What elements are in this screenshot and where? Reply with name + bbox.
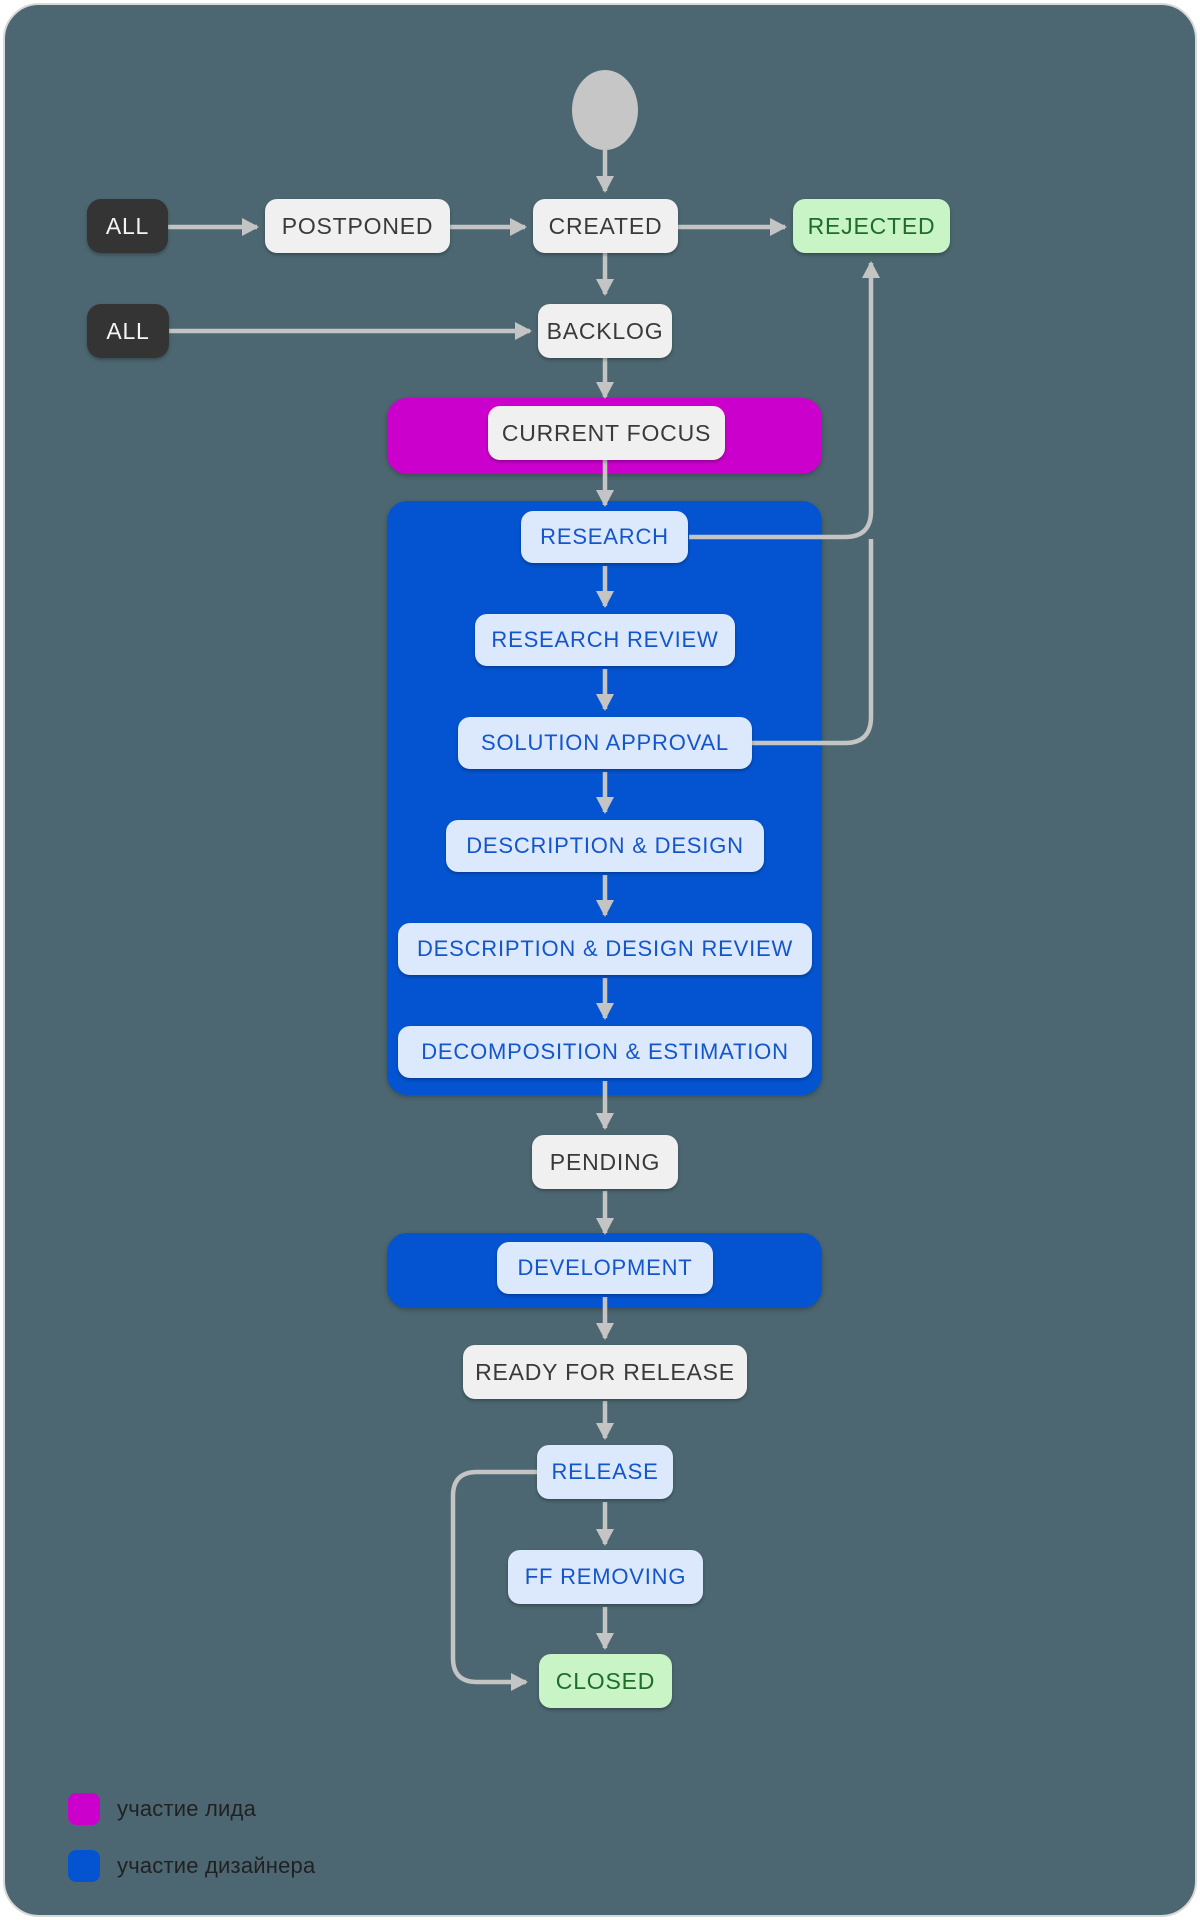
node-closed[interactable]: CLOSED [539,1654,672,1708]
designer-participation-container[interactable] [387,501,822,1095]
node-ff-removing[interactable]: FF REMOVING [508,1550,703,1604]
node-created[interactable]: CREATED [533,199,678,253]
node-all-postponed[interactable]: ALL [87,199,168,253]
legend-swatch [68,1793,100,1825]
legend: участие лида участие дизайнера [68,1793,315,1907]
legend-label: участие дизайнера [117,1853,316,1878]
start-node[interactable] [572,70,638,150]
workflow-board: ALL POSTPONED CREATED REJECTED ALL BACKL… [3,3,1197,1917]
node-pending[interactable]: PENDING [532,1135,678,1189]
node-research[interactable]: RESEARCH [521,511,688,563]
node-description-design[interactable]: DESCRIPTION & DESIGN [446,820,764,872]
legend-item: участие лида [68,1793,315,1825]
node-research-review[interactable]: RESEARCH REVIEW [475,614,735,666]
legend-item: участие дизайнера [68,1850,315,1882]
node-postponed[interactable]: POSTPONED [265,199,450,253]
node-development[interactable]: DEVELOPMENT [497,1242,713,1294]
node-current-focus[interactable]: CURRENT FOCUS [488,406,725,460]
node-ready-for-release[interactable]: READY FOR RELEASE [463,1345,747,1399]
node-rejected[interactable]: REJECTED [793,199,950,253]
node-all-backlog[interactable]: ALL [87,304,169,358]
legend-swatch [68,1850,100,1882]
node-release[interactable]: RELEASE [537,1445,673,1499]
node-backlog[interactable]: BACKLOG [538,304,672,358]
node-solution-approval[interactable]: SOLUTION APPROVAL [458,717,752,769]
node-description-design-review[interactable]: DESCRIPTION & DESIGN REVIEW [398,923,812,975]
node-decomposition-estimation[interactable]: DECOMPOSITION & ESTIMATION [398,1026,812,1078]
legend-label: участие лида [117,1796,257,1821]
